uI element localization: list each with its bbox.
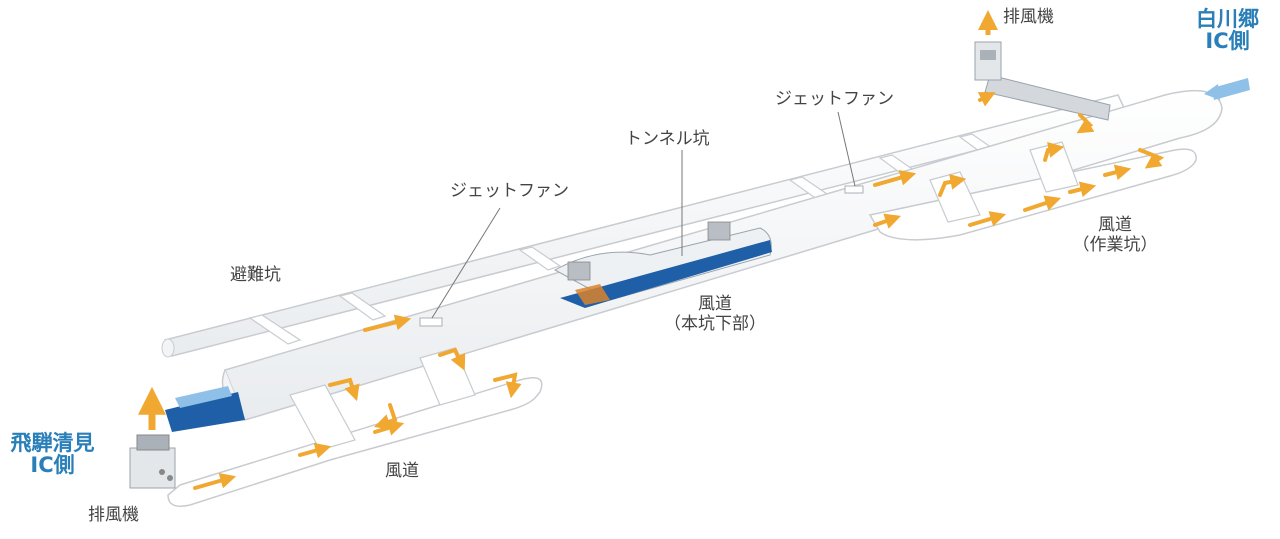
airflow-arrows <box>193 92 1165 490</box>
main-tunnel-tube <box>221 89 1223 421</box>
exhaust-fan-label-top: 排風機 <box>1003 7 1054 27</box>
hida-kiyomi-ic-side-label: 飛騨清見 IC側 <box>0 432 105 476</box>
road-surface <box>165 386 245 432</box>
traffic-arrows <box>1204 78 1250 100</box>
air-duct-left <box>167 347 543 507</box>
air-duct-label-bottom: 風道 <box>385 461 419 481</box>
jet-fan-left <box>419 317 443 327</box>
shirakawago-ic-side-label: 白川郷 IC側 <box>1190 8 1265 52</box>
jet-fan-label-right: ジェットファン <box>775 89 894 109</box>
evacuation-shaft-label: 避難坑 <box>230 265 281 285</box>
exhaust-arrows <box>138 10 998 430</box>
air-duct-main-lower-label: 風道 （本坑下部） <box>664 294 766 334</box>
leader-lines <box>431 111 856 319</box>
exhaust-fan-label-bottom: 排風機 <box>88 505 139 525</box>
jet-fan-label-left: ジェットファン <box>450 181 569 201</box>
jet-fan-right <box>844 185 864 194</box>
tunnel-shaft-label: トンネル坑 <box>625 129 710 149</box>
exhaust-fan-unit-right <box>974 41 1111 121</box>
shirakawago-ic-side-text: 白川郷 IC側 <box>1196 7 1259 54</box>
exhaust-fan-unit-left <box>129 434 176 489</box>
air-duct-work-shaft-label: 風道 （作業坑） <box>1072 215 1158 255</box>
hida-kiyomi-ic-side-text: 飛騨清見 IC側 <box>10 431 95 478</box>
